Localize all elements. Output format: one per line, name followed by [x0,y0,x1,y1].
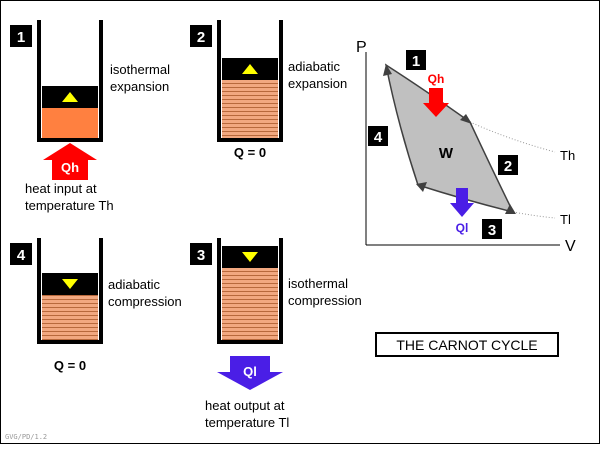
arrow-2-to-3-icon [505,204,516,214]
step-1-number: 1 [17,29,25,46]
cylinder-walls [217,238,283,344]
step-1-cylinder [37,20,103,142]
step-2-label-line2: expansion [288,76,347,91]
arrow-3-to-4-icon [416,182,427,192]
heat-output-text-line2: temperature Tl [205,415,289,430]
gas-striped [222,80,278,138]
step-4-label-line2: compression [108,294,182,309]
arrow-1-to-2-icon [460,114,472,124]
th-isotherm-dotted [469,121,556,153]
pv-badge-3 [482,219,502,239]
arrow-4-to-1-icon [383,64,392,76]
pv-number-4: 4 [374,129,383,146]
step-4-q-zero: Q = 0 [54,358,86,373]
title-box [375,332,559,357]
pv-number-1: 1 [412,53,420,70]
step-4-number: 4 [17,247,26,264]
step-3-label-line1: isothermal [288,276,348,291]
heat-input-qh-label: Qh [61,160,79,175]
piston-up-arrow-icon [62,92,78,102]
cylinder-walls [37,20,103,142]
pv-badge-1 [406,50,426,70]
heat-output-arrow-icon [217,356,283,390]
cylinder-walls [217,20,283,142]
step-2-label-line1: adiabatic [288,59,341,74]
pv-diagram: P V Th Tl W Qh Ql 1 2 3 4 [356,39,576,255]
heat-input-text-line1: heat input at [25,181,97,196]
step-3-label-line2: compression [288,293,362,308]
v-axis-label: V [565,238,576,255]
pv-ql-label: Ql [456,221,469,235]
pv-badge-2 [498,155,518,175]
th-label: Th [560,148,575,163]
hot-gas [42,108,98,138]
piston-down-arrow-icon [62,279,78,289]
step-1-label-line2: expansion [110,79,169,94]
step-1-label-line1: isothermal [110,62,170,77]
step-4-badge [10,243,32,265]
heat-output-ql-label: Ql [243,364,257,379]
step-3-badge [190,243,212,265]
gas-striped [222,268,278,340]
step-2-cylinder [217,20,283,142]
step-2-badge [190,25,212,47]
step-1-badge [10,25,32,47]
piston-down-arrow-icon [242,252,258,262]
pv-ql-arrow-icon [450,188,474,217]
tl-label: Tl [560,212,571,227]
step-4-label-line1: adiabatic [108,277,161,292]
pv-qh-arrow-icon [423,88,449,117]
step-2-number: 2 [197,29,205,46]
pv-qh-label: Qh [428,72,445,86]
pv-number-2: 2 [504,158,512,175]
tl-isotherm-dotted [512,211,556,219]
heat-output-text-line1: heat output at [205,398,285,413]
step-3-number: 3 [197,247,205,264]
pv-badge-4 [368,126,388,146]
step-4-cylinder [37,238,103,344]
heat-input-arrow-icon [43,143,97,180]
work-label: W [439,145,454,162]
piston-up-arrow-icon [242,64,258,74]
cylinder-walls [37,238,103,344]
diagram-title: THE CARNOT CYCLE [396,337,537,353]
heat-input-text-line2: temperature Th [25,198,114,213]
gas-striped [42,295,98,340]
pv-number-3: 3 [488,222,496,239]
step-2-q-zero: Q = 0 [234,145,266,160]
p-axis-label: P [356,39,367,56]
footer-credit: GVG/PD/1.2 [5,433,47,441]
step-3-cylinder [217,238,283,344]
